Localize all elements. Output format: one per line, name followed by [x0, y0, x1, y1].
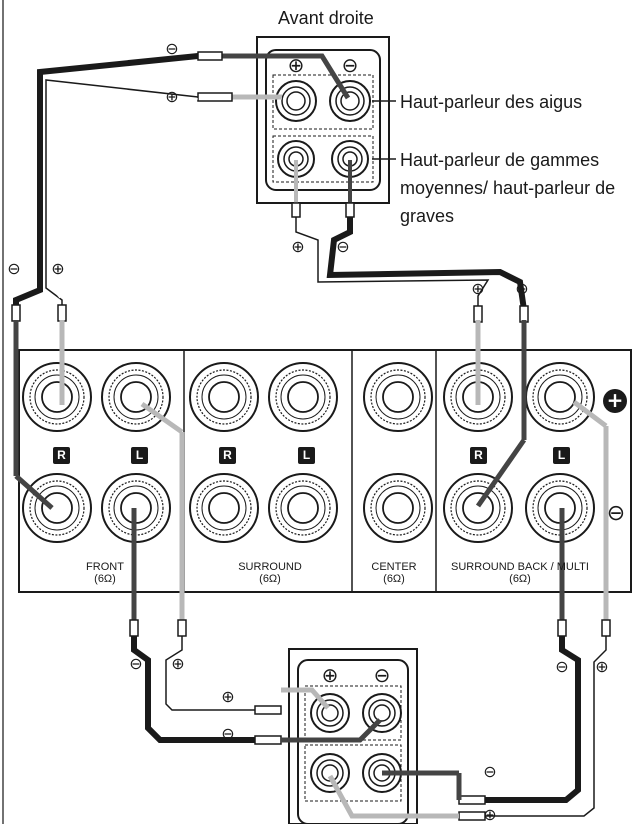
channel-badge: L: [131, 447, 148, 464]
speaker-terminal: [101, 362, 171, 432]
woofer-label-line3: graves: [400, 206, 455, 226]
group-label-surround-back: SURROUND BACK / MULTI: [451, 561, 589, 573]
plus-icon: ⊕: [287, 55, 305, 77]
minus-icon: ⊖: [7, 261, 21, 278]
plus-icon: ⊕: [321, 665, 339, 687]
plus-icon: ⊕: [51, 261, 65, 278]
channel-badge: L: [553, 447, 570, 464]
group-impedance-surround-back: (6Ω): [509, 573, 531, 585]
group-label-center: CENTER: [371, 561, 417, 573]
panel-minus-icon: ⊖: [606, 500, 626, 525]
plus-icon: ⊕: [483, 807, 497, 824]
channel-badge: R: [219, 447, 236, 464]
group-impedance-front: (6Ω): [94, 573, 116, 585]
minus-icon: ⊖: [129, 656, 143, 673]
plus-icon: ⊕: [221, 689, 235, 706]
minus-icon: ⊖: [483, 764, 497, 781]
group-label-surround: SURROUND: [238, 561, 302, 573]
plus-icon: ⊕: [291, 239, 305, 256]
minus-icon: ⊖: [336, 239, 350, 256]
bottom-speaker-box: [288, 648, 418, 824]
speaker-terminal: [443, 473, 513, 543]
group-impedance-surround: (6Ω): [259, 573, 281, 585]
top-speaker-title: Avant droite: [278, 8, 374, 28]
speaker-terminal: [525, 362, 595, 432]
minus-icon: ⊖: [373, 665, 391, 687]
woofer-label-line1: Haut-parleur de gammes: [400, 150, 600, 170]
panel-plus-icon: +: [603, 389, 627, 413]
channel-badge: L: [298, 447, 315, 464]
group-impedance-center: (6Ω): [383, 573, 405, 585]
woofer-label-line2: moyennes/ haut-parleur de: [400, 178, 616, 198]
minus-icon: ⊖: [165, 41, 179, 58]
group-label-front: FRONT: [86, 561, 124, 573]
plus-icon: ⊕: [171, 656, 185, 673]
channel-badge: R: [470, 447, 487, 464]
minus-icon: ⊖: [341, 55, 359, 77]
channel-badge: R: [53, 447, 70, 464]
speaker-terminal: [22, 473, 92, 543]
plus-icon: ⊕: [595, 659, 609, 676]
minus-icon: ⊖: [221, 726, 235, 743]
minus-icon: ⊖: [515, 281, 529, 298]
speaker-terminal: [363, 473, 433, 543]
tweeter-label: Haut-parleur des aigus: [400, 92, 583, 112]
speaker-terminal: [189, 473, 259, 543]
panel-terminals: [22, 362, 595, 543]
plus-icon: ⊕: [165, 89, 179, 106]
plus-icon: ⊕: [471, 281, 485, 298]
speaker-terminal: [268, 473, 338, 543]
speaker-terminal: [268, 362, 338, 432]
speaker-terminal: [363, 362, 433, 432]
minus-icon: ⊖: [555, 659, 569, 676]
top-left-plugs: [197, 51, 233, 102]
speaker-terminal: [189, 362, 259, 432]
speaker-terminal: [22, 362, 92, 432]
